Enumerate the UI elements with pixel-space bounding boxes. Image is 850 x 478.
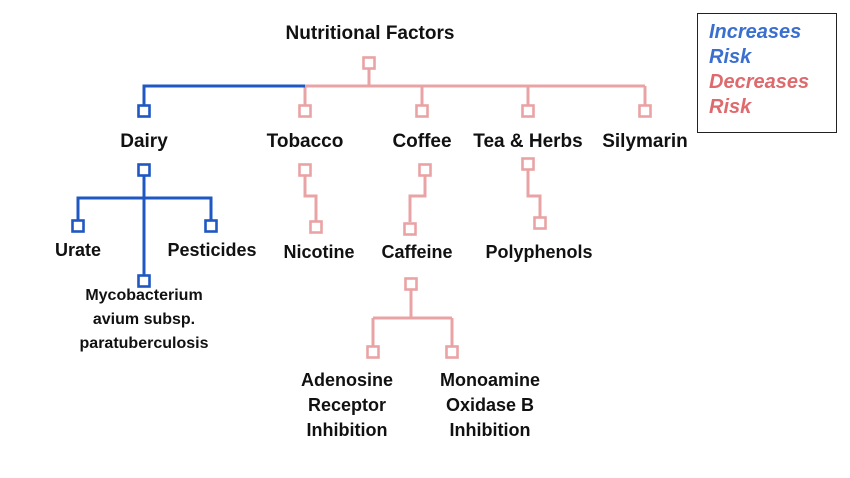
node-polyphenols: Polyphenols (485, 242, 593, 262)
adenosine-box (366, 345, 380, 359)
coffee-bottom-box (418, 163, 432, 177)
caffeine-subtree-connector (371, 290, 454, 347)
adenosine-line-2: Receptor (307, 395, 387, 415)
node-tea-herbs: Tea & Herbs (473, 131, 583, 152)
monoamine-line-1: Monoamine (439, 370, 541, 390)
node-silymarin: Silymarin (602, 131, 688, 152)
node-tobacco: Tobacco (266, 131, 344, 152)
legend-box: Increases Risk Decreases Risk (697, 13, 837, 133)
node-monoamine: Monoamine Oxidase B Inhibition (440, 368, 540, 443)
tea-herbs-top-box (521, 104, 535, 118)
silymarin-top-box (638, 104, 652, 118)
caffeine-bottom-box (404, 277, 418, 291)
polyphenols-box (533, 216, 547, 230)
adenosine-line-3: Inhibition (306, 420, 388, 440)
nicotine-box (309, 220, 323, 234)
monoamine-line-2: Oxidase B (445, 395, 535, 415)
tea-polyphenols-connector (526, 170, 542, 218)
adenosine-line-1: Adenosine (300, 370, 394, 390)
node-caffeine: Caffeine (381, 242, 453, 262)
legend-increases-line-2: Risk (709, 46, 752, 68)
tea-herbs-bottom-box (521, 157, 535, 171)
root-blue-dairy-connector (142, 84, 305, 110)
node-pesticides: Pesticides (167, 240, 257, 260)
node-urate: Urate (54, 240, 102, 260)
monoamine-line-3: Inhibition (449, 420, 531, 440)
coffee-top-box (415, 104, 429, 118)
caffeine-box (403, 222, 417, 236)
monoamine-box (445, 345, 459, 359)
root-pink-drop-connectors (303, 86, 647, 110)
coffee-caffeine-connector (408, 176, 427, 222)
root-node-box (362, 56, 376, 70)
urate-box (71, 219, 85, 233)
mycobacterium-line-3: paratuberculosis (79, 335, 209, 352)
node-coffee: Coffee (392, 131, 452, 152)
node-dairy: Dairy (120, 131, 168, 152)
tobacco-top-box (298, 104, 312, 118)
dairy-top-box (137, 104, 151, 118)
tobacco-nicotine-connector (303, 176, 318, 222)
mycobacterium-line-2: avium subsp. (92, 311, 196, 328)
node-adenosine: Adenosine Receptor Inhibition (301, 368, 393, 443)
legend-decreases-line-1: Decreases (709, 71, 810, 93)
node-mycobacterium: Mycobacterium avium subsp. paratuberculo… (80, 284, 209, 356)
tobacco-bottom-box (298, 163, 312, 177)
dairy-subtree-connector (76, 176, 213, 276)
mycobacterium-box (137, 274, 151, 288)
legend-decreases-line-2: Risk (709, 96, 752, 118)
dairy-bottom-box (137, 163, 151, 177)
root-label: Nutritional Factors (285, 23, 455, 44)
legend-increases-line-1: Increases (709, 21, 802, 43)
pesticides-box (204, 219, 218, 233)
mycobacterium-line-1: Mycobacterium (85, 287, 203, 304)
node-nicotine: Nicotine (283, 242, 355, 262)
